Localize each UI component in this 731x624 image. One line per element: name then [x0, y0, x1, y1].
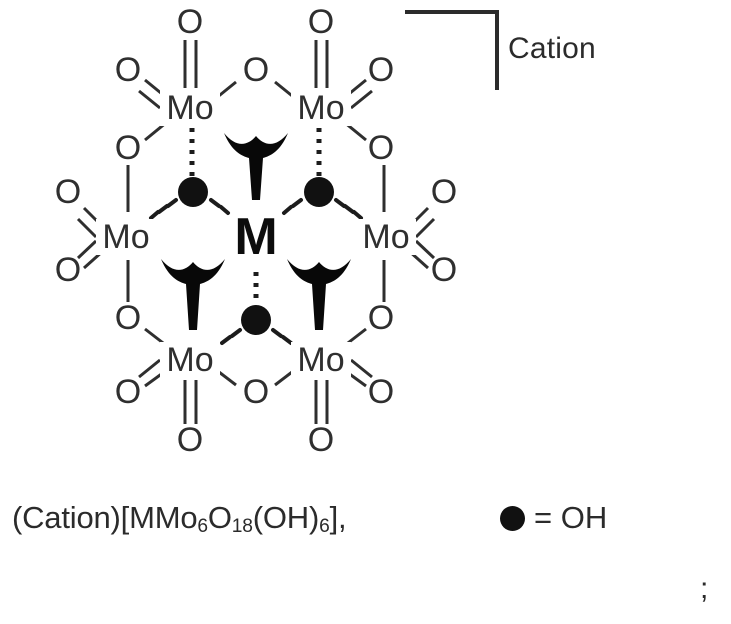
molybdenum-label: Mo [166, 89, 213, 127]
hash-bond-j [352, 210, 363, 220]
oxygen-label: O [243, 373, 269, 411]
oxygen-label: O [177, 3, 203, 41]
wedge-bond-bottom-right [287, 259, 351, 330]
hash-bond-f [291, 198, 303, 208]
oxygen-label: O [368, 373, 394, 411]
bond-double-j [76, 217, 98, 239]
wedge-bond-bottom-left [161, 259, 225, 330]
wedge-bond-top [224, 133, 288, 200]
molybdenum-label: Mo [297, 341, 344, 379]
oxygen-label: O [177, 421, 203, 459]
oxygen-label: O [431, 173, 457, 211]
hash-bond-e [219, 205, 230, 215]
hash-bond-n [281, 335, 293, 345]
hash-bond-g [282, 205, 293, 215]
oxygen-label: O [115, 299, 141, 337]
label-backing [356, 219, 416, 255]
central-metal-label: M [234, 208, 277, 266]
legend: = OH [500, 500, 607, 536]
filled-circle-icon [500, 505, 525, 531]
bond-double-n [414, 217, 436, 239]
hydroxyl-dot-upper-left [178, 177, 208, 207]
hash-bond-l [220, 335, 232, 345]
molybdenum-label: Mo [362, 218, 409, 256]
formula-sub-mo: 6 [197, 516, 208, 538]
label-backing [160, 342, 220, 378]
charge-bracket [405, 10, 499, 90]
legend-text: = OH [534, 500, 608, 535]
oxygen-label: O [115, 373, 141, 411]
hash-bond-d [209, 198, 221, 208]
oxygen-label: O [308, 3, 334, 41]
hash-bond-m [271, 328, 283, 338]
oxygen-label: O [368, 299, 394, 337]
hydroxyl-dot-upper-right [304, 177, 334, 207]
oxygen-label: O [243, 51, 269, 89]
oxygen-label: O [431, 251, 457, 289]
oxygen-label: O [55, 173, 81, 211]
formula-caption: (Cation)[MMo6O18(OH)6], [12, 500, 347, 538]
hash-bond-h [334, 198, 346, 208]
hash-bond-b [157, 204, 169, 214]
oxygen-label: O [368, 51, 394, 89]
bond-double-t [138, 358, 161, 379]
label-backing [291, 342, 351, 378]
hash-bond-k [230, 328, 242, 338]
hydroxyl-dot-bottom [241, 305, 271, 335]
molybdenum-label: Mo [102, 218, 149, 256]
hash-bond-i [343, 204, 355, 214]
oxygen-label: O [55, 251, 81, 289]
label-backing [233, 210, 279, 266]
oxygen-label: O [115, 129, 141, 167]
bond-double-x [350, 358, 373, 379]
bond-double-d [138, 89, 161, 110]
hash-bond-c [149, 210, 160, 220]
formula-sub-oh: 6 [319, 516, 330, 538]
hash-bond-a [166, 198, 178, 208]
bond-double-h [350, 89, 373, 110]
bond-double-l [76, 239, 98, 260]
formula-prefix: (Cation)[MMo [12, 500, 198, 535]
oxygen-label: O [115, 51, 141, 89]
formula-sub-o: 18 [231, 516, 253, 538]
label-backing [96, 219, 156, 255]
bond-double-p [414, 239, 436, 260]
label-backing [291, 90, 351, 126]
atom-label-group: O O O O O O O O O O O O O O O O O O [55, 3, 457, 459]
formula-mid-oh: (OH) [252, 500, 320, 535]
label-backing [160, 90, 220, 126]
oxygen-label: O [308, 421, 334, 459]
formula-suffix: ], [329, 500, 347, 535]
molybdenum-label: Mo [297, 89, 344, 127]
oxygen-label: O [368, 129, 394, 167]
molybdenum-label: Mo [166, 341, 213, 379]
formula-mid-o: O [207, 500, 232, 535]
cation-label: Cation [508, 32, 596, 65]
trailing-punctuation: ; [700, 572, 709, 605]
